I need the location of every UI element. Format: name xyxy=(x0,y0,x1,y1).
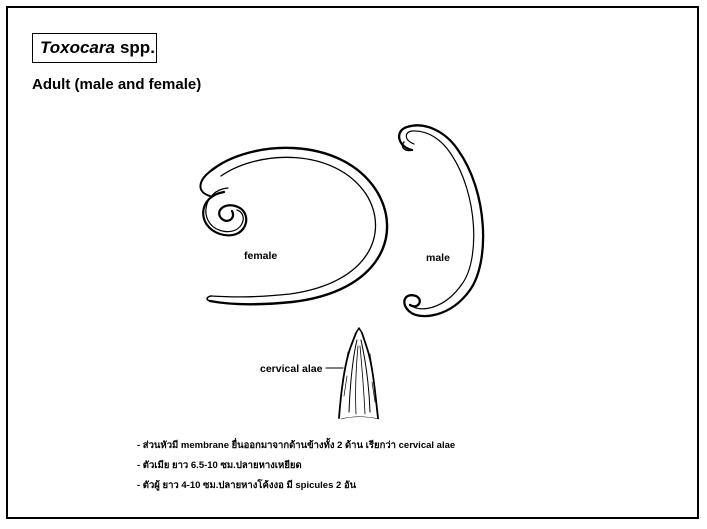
label-female: female xyxy=(244,250,277,262)
note-item: - ส่วนหัวมี membrane ยื่นออกมาจากด้านข้า… xyxy=(137,436,455,456)
notes-list: - ส่วนหัวมี membrane ยื่นออกมาจากด้านข้า… xyxy=(137,436,455,496)
label-male: male xyxy=(426,252,450,264)
note-item: - ตัวผู้ ยาว 4-10 ซม.ปลายหางโค้งงอ มี sp… xyxy=(137,476,455,496)
note-item: - ตัวเมีย ยาว 6.5-10 ซม.ปลายหางเหยียด xyxy=(137,456,455,476)
cervical-alae-closeup xyxy=(326,328,379,419)
label-cervical-alae: cervical alae xyxy=(260,363,322,375)
male-worm xyxy=(399,125,483,316)
female-worm xyxy=(200,148,387,304)
